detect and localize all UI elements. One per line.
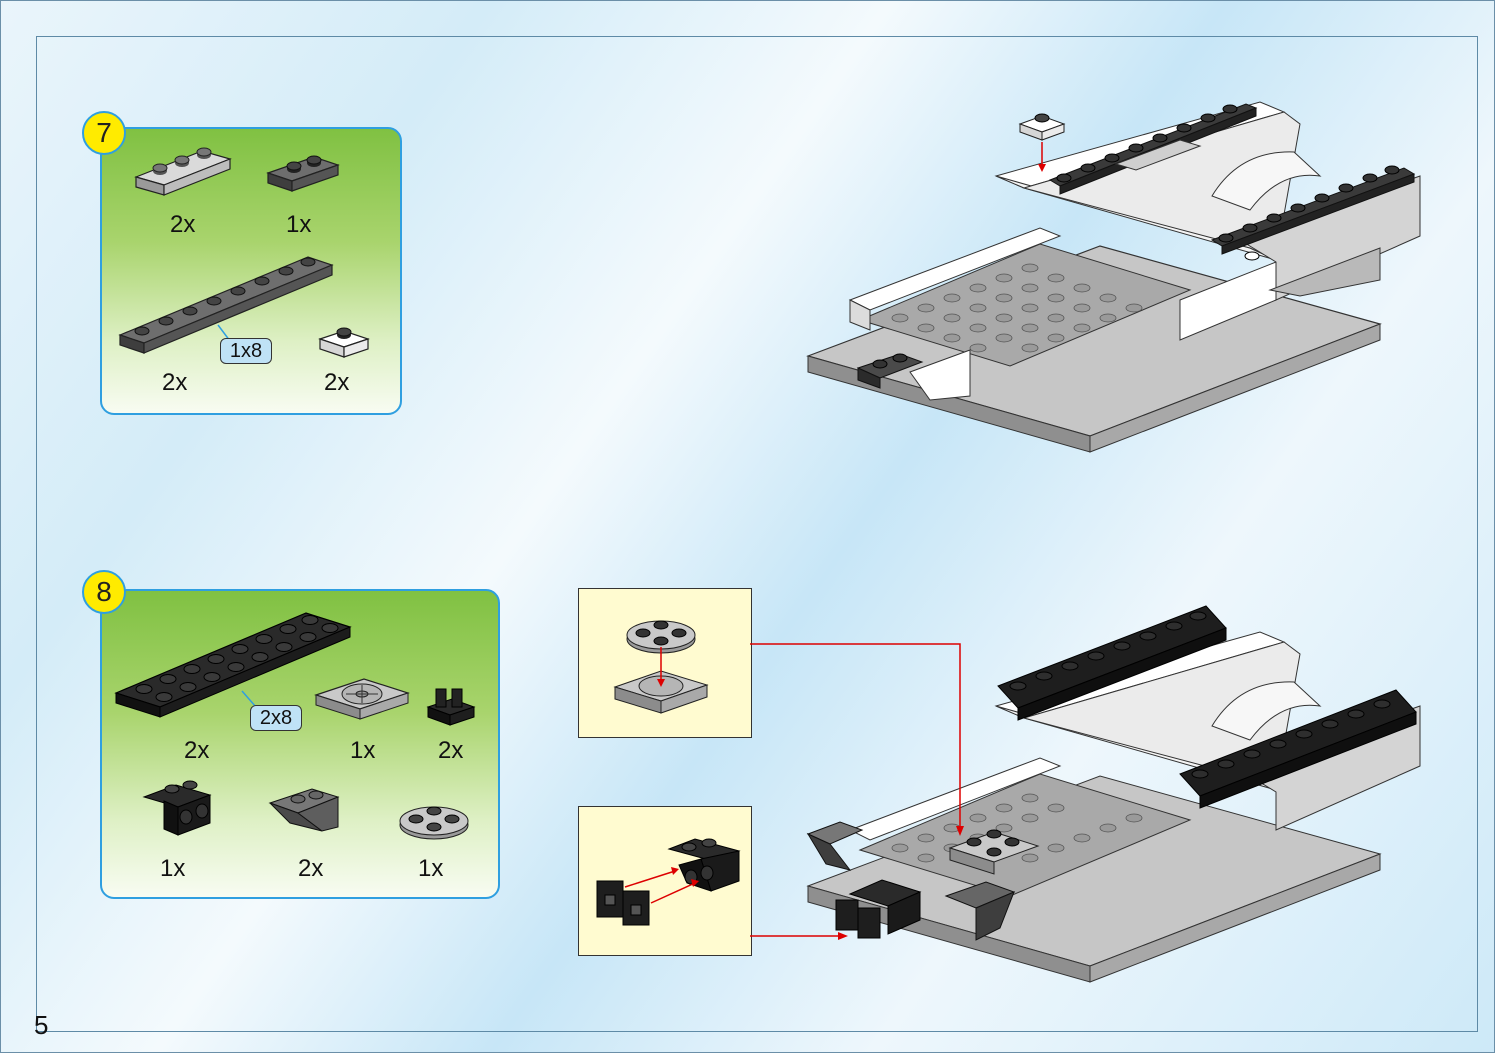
part-black-clip <box>426 688 476 726</box>
page-inner-frame <box>36 36 1478 1032</box>
size-label-1x8: 1x8 <box>220 338 272 364</box>
qty-black-plate-2x8: 2x <box>184 737 210 764</box>
step7-parts-art <box>118 147 370 358</box>
part-black-bracket <box>142 780 212 836</box>
qty-black-bracket: 1x <box>160 855 186 882</box>
part-gray-round-plate-2x2 <box>399 806 469 840</box>
step8-parts-art <box>114 612 476 840</box>
qty-dark-gray-inverted-slope: 2x <box>298 855 324 882</box>
part-black-plate-2x8 <box>114 612 352 718</box>
turntable-assembly-art <box>613 620 709 714</box>
step7-badge: 7 <box>82 111 126 155</box>
page-number: 5 <box>34 1010 49 1040</box>
qty-white-plate-1x1: 2x <box>324 369 350 396</box>
part-dark-gray-inverted-slope <box>268 788 340 832</box>
step7-parts-box: 1x8 2x 1x 2x 2x <box>100 127 402 415</box>
step8-badge: 8 <box>82 570 126 614</box>
part-dark-gray-plate-1x8 <box>118 256 334 354</box>
qty-dark-gray-plate-1x2: 1x <box>286 211 312 238</box>
part-light-gray-plate-1x3 <box>134 147 232 196</box>
part-gray-turntable-base-2x2 <box>314 678 410 720</box>
qty-gray-round-plate: 1x <box>418 855 444 882</box>
size-label-2x8: 2x8 <box>250 705 302 731</box>
callout-bracket-clip-assembly <box>578 806 752 956</box>
bracket-clip-assembly-art <box>596 838 741 926</box>
qty-light-gray-plate-1x3: 2x <box>170 211 196 238</box>
part-white-plate-1x1 <box>318 327 370 358</box>
part-dark-gray-plate-1x2 <box>266 155 340 192</box>
qty-black-clip: 2x <box>438 737 464 764</box>
qty-gray-turntable-base: 1x <box>350 737 376 764</box>
qty-dark-gray-plate-1x8: 2x <box>162 369 188 396</box>
callout-turntable-assembly <box>578 588 752 738</box>
step8-parts-box: 2x8 2x 1x 2x 1x 2x 1x <box>100 589 500 899</box>
